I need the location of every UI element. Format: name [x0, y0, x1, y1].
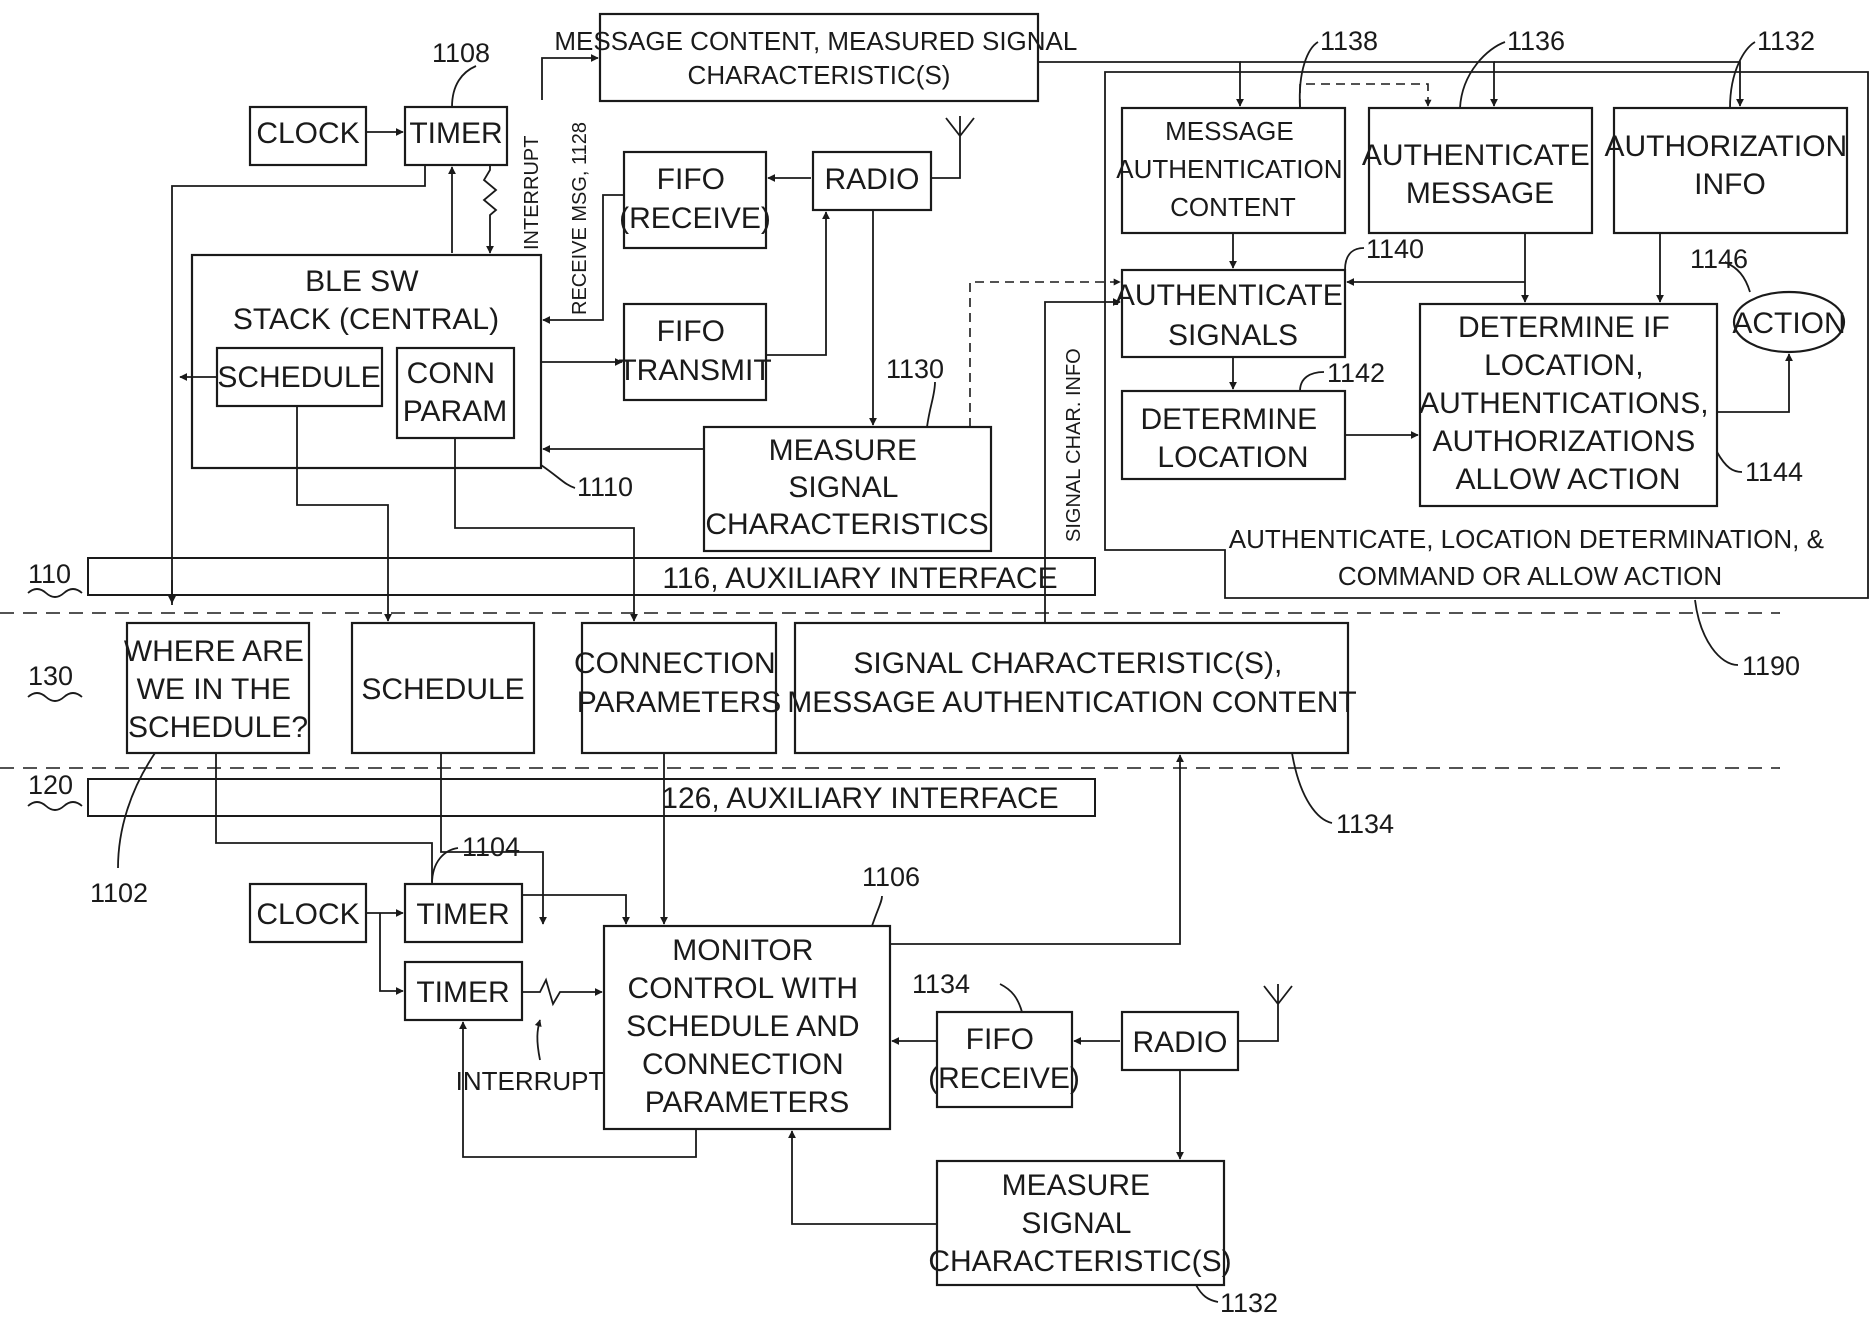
- ref-130: 130: [28, 661, 73, 691]
- ref-1110: 1110: [577, 472, 633, 502]
- leader-1108: [452, 66, 476, 107]
- ref-110: 110: [28, 559, 71, 589]
- signal-char-info-vertical-label: SIGNAL CHAR. INFO: [1063, 348, 1085, 542]
- leader-1140: [1345, 248, 1364, 270]
- ref-1140: 1140: [1366, 234, 1424, 264]
- timer-bottom-2-label: TIMER: [416, 976, 509, 1009]
- interrupt-zigzag-icon: [484, 165, 496, 253]
- interrupt-zigzag-icon: [522, 980, 602, 1004]
- where-schedule-label: WHERE ARE WE IN THE SCHEDULE?: [124, 635, 312, 744]
- squiggle-110: [28, 589, 82, 597]
- ref-1134-fifo: 1134: [912, 969, 970, 999]
- leader-1132-top: [1730, 42, 1755, 108]
- ref-1144: 1144: [1745, 457, 1803, 487]
- aux-interface-bottom-label: 126, AUXILIARY INTERFACE: [661, 782, 1058, 815]
- ref-1106: 1106: [862, 862, 920, 892]
- leader-1190: [1695, 600, 1738, 665]
- ref-1138: 1138: [1320, 26, 1378, 56]
- leader-1104: [432, 848, 458, 884]
- ref-1104: 1104: [462, 832, 520, 862]
- measure-to-monitor-arrow: [792, 1131, 937, 1224]
- ref-1132-top: 1132: [1757, 26, 1815, 56]
- fifo-transmit-to-radio-arrow: [766, 212, 826, 355]
- aux-interface-top-label: 116, AUXILIARY INTERFACE: [662, 562, 1057, 595]
- timer-bottom-1-label: TIMER: [416, 898, 509, 931]
- leader-1130: [927, 382, 935, 427]
- message-content-to-msg-auth-arrow: [1038, 62, 1240, 106]
- leader-1106: [872, 896, 882, 926]
- timer-1-to-monitor-arrow: [522, 895, 626, 924]
- leader-1142: [1300, 372, 1324, 391]
- leader-1132-bottom: [1196, 1285, 1218, 1302]
- leader-1138: [1300, 42, 1318, 108]
- timer-top-label: TIMER: [409, 117, 502, 150]
- ref-1102: 1102: [90, 878, 148, 908]
- ref-1132-bottom: 1132: [1220, 1288, 1278, 1318]
- action-label: ACTION: [1732, 307, 1845, 340]
- radio-antenna-line: [931, 136, 960, 178]
- leader-1144: [1717, 452, 1742, 472]
- antenna-icon: [946, 116, 974, 136]
- receive-msg-vertical-label: RECEIVE MSG, 1128: [569, 122, 591, 315]
- radio-antenna-line-bottom: [1238, 1004, 1278, 1041]
- schedule-mid-label: SCHEDULE: [361, 673, 524, 706]
- interrupt-pointer: [537, 1020, 540, 1060]
- radio-top-label: RADIO: [824, 163, 919, 196]
- where-to-timer-line: [216, 753, 432, 882]
- region-caption: AUTHENTICATE, LOCATION DETERMINATION, & …: [1229, 524, 1831, 591]
- schedule-top-label: SCHEDULE: [217, 361, 380, 394]
- ref-1130: 1130: [886, 354, 944, 384]
- ref-1134-mid: 1134: [1336, 809, 1394, 839]
- to-authorization-info-arrow: [1494, 62, 1740, 106]
- ref-1146: 1146: [1690, 244, 1748, 274]
- msg-auth-to-auth-message-dashed: [1300, 84, 1428, 108]
- ref-1190: 1190: [1742, 651, 1800, 681]
- leader-1136: [1460, 42, 1505, 108]
- ref-1142: 1142: [1327, 358, 1385, 388]
- leader-1134-mid: [1292, 753, 1332, 823]
- ref-120: 120: [28, 770, 73, 800]
- interrupt-vertical-label: INTERRUPT: [521, 136, 543, 250]
- clock-to-timer-2-arrow: [380, 913, 403, 991]
- determine-if-label: DETERMINE IF LOCATION, AUTHENTICATIONS, …: [1419, 311, 1717, 496]
- antenna-icon: [1264, 984, 1292, 1004]
- ref-1108: 1108: [432, 38, 490, 68]
- squiggle-120: [28, 802, 82, 810]
- clock-top-label: CLOCK: [256, 117, 359, 150]
- squiggle-130: [28, 693, 82, 701]
- to-message-content-arrow: [542, 58, 598, 100]
- interrupt-bottom-label: INTERRUPT: [456, 1066, 605, 1096]
- radio-bottom-label: RADIO: [1132, 1026, 1227, 1059]
- clock-bottom-label: CLOCK: [256, 898, 359, 931]
- ref-1136: 1136: [1507, 26, 1565, 56]
- leader-1134-fifo: [1000, 984, 1022, 1012]
- leader-1110: [541, 465, 575, 488]
- determine-if-to-action-arrow: [1717, 354, 1789, 412]
